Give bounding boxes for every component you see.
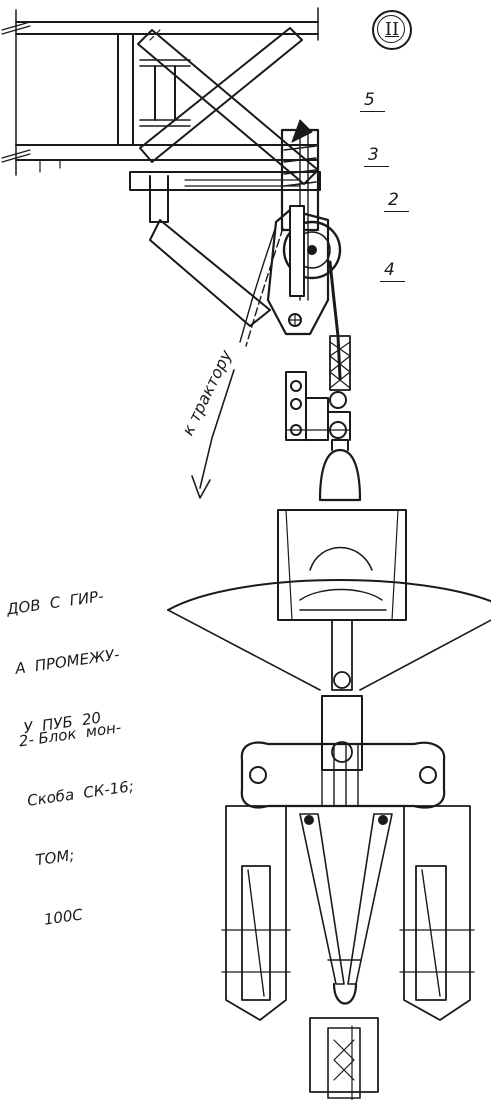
callout-3: 3	[364, 145, 389, 167]
caption-lower-line: Скоба СК-16;	[26, 777, 135, 810]
callout-4: 4	[380, 260, 405, 282]
callout-5: 5	[360, 90, 385, 112]
sheet-mark: II	[372, 10, 412, 50]
callout-2: 2	[384, 190, 409, 212]
caption-lower-line: ТОМ;	[34, 846, 76, 870]
insulator-string	[167, 439, 491, 691]
shackle	[285, 371, 351, 441]
caption-upper-line: ДОВ С ГИР-	[5, 587, 105, 619]
caption-lower-line: 100С	[42, 905, 84, 929]
caption-upper-line: А ПРОМЕЖУ-	[14, 645, 121, 678]
pulley-block-assembly	[191, 119, 351, 499]
caption-lower-line: 2- Блок мон-	[17, 718, 123, 751]
yoke-plate	[221, 695, 475, 1101]
tower-truss	[1, 7, 321, 327]
